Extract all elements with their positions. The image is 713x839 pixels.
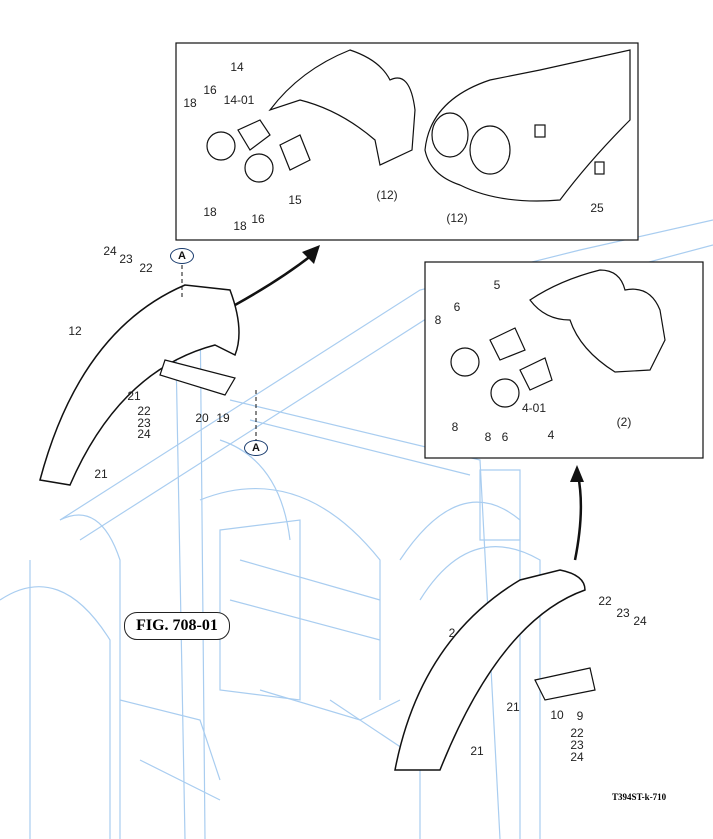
- callout-6: 6: [501, 430, 509, 444]
- callout-8: 8: [484, 430, 492, 444]
- callout-24: 24: [570, 750, 584, 764]
- callout-4-01: 4-01: [521, 401, 547, 415]
- figure-reference: FIG. 708-01: [124, 612, 230, 640]
- callout-23: 23: [137, 416, 151, 430]
- callout-8: 8: [434, 313, 442, 327]
- left-fender-12: [39, 284, 240, 486]
- drawing-code: T394ST-k-710: [612, 792, 667, 802]
- callout-20: 20: [195, 411, 209, 425]
- callout-19: 19: [216, 411, 230, 425]
- callout-18: 18: [183, 96, 197, 110]
- detail-arrows: [234, 254, 583, 561]
- callout-16: 16: [203, 83, 217, 97]
- view-marker-a: A: [244, 440, 268, 456]
- callout-23: 23: [119, 252, 133, 266]
- callout-22: 22: [570, 726, 584, 740]
- callout-12: 12: [68, 324, 82, 338]
- left-bracket-19: [159, 359, 236, 396]
- callout-24: 24: [137, 427, 151, 441]
- callout-5: 5: [493, 278, 501, 292]
- callout-12-ref: (12): [376, 188, 398, 202]
- callout-25: 25: [590, 201, 604, 215]
- callout-2: 2: [448, 626, 456, 640]
- callout-22: 22: [137, 404, 151, 418]
- callout-2-ref: (2): [616, 415, 632, 429]
- callout-18: 18: [233, 219, 247, 233]
- view-marker-a: A: [170, 248, 194, 264]
- callout-22: 22: [598, 594, 612, 608]
- right-fender-2: [394, 569, 586, 771]
- callout-16: 16: [251, 212, 265, 226]
- callout-24: 24: [103, 244, 117, 258]
- callout-23: 23: [570, 738, 584, 752]
- callout-21: 21: [94, 467, 108, 481]
- callout-14: 14: [230, 60, 244, 74]
- callout-10: 10: [550, 708, 564, 722]
- callout-24: 24: [633, 614, 647, 628]
- callout-22: 22: [139, 261, 153, 275]
- callout-4: 4: [547, 428, 555, 442]
- callout-6: 6: [453, 300, 461, 314]
- callout-8: 8: [451, 420, 459, 434]
- callout-21: 21: [470, 744, 484, 758]
- callout-18: 18: [203, 205, 217, 219]
- callout-15: 15: [288, 193, 302, 207]
- right-bracket-9: [534, 667, 596, 701]
- callout-23: 23: [616, 606, 630, 620]
- callout-14-01: 14-01: [223, 93, 255, 107]
- callout-9: 9: [576, 709, 584, 723]
- callout-21: 21: [506, 700, 520, 714]
- callout-12-ref: (12): [446, 211, 468, 225]
- callout-21: 21: [127, 389, 141, 403]
